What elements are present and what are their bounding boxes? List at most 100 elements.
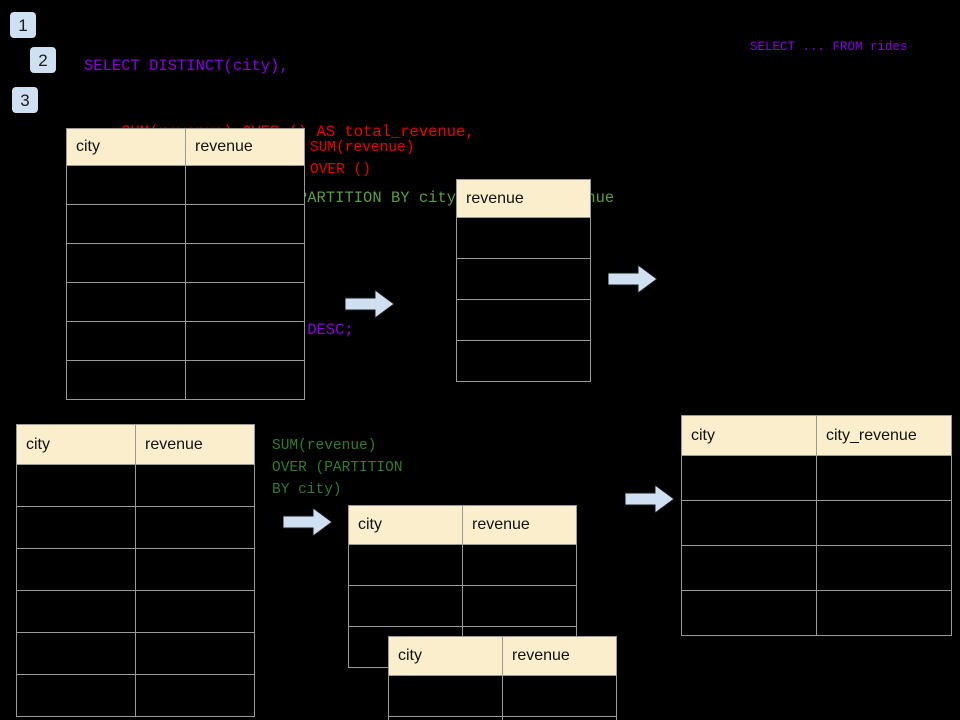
cell-city bbox=[681, 590, 817, 636]
cell-city bbox=[66, 165, 186, 205]
cell-city bbox=[66, 360, 186, 400]
column-header-city: city bbox=[66, 128, 186, 166]
rides-source-table-top: city revenue bbox=[66, 128, 305, 400]
cell-revenue bbox=[456, 299, 591, 341]
sql-line-1: SELECT DISTINCT(city), bbox=[84, 57, 289, 75]
partition-group-table-back: city revenue bbox=[348, 505, 577, 668]
table-row bbox=[66, 321, 305, 361]
cell-revenue bbox=[502, 716, 617, 720]
cell-city bbox=[388, 716, 503, 720]
cell-city-revenue bbox=[816, 455, 952, 501]
step-badge-2-label: 2 bbox=[38, 50, 48, 70]
cell-revenue bbox=[135, 506, 255, 549]
table-row bbox=[348, 544, 577, 586]
rides-source-table-bottom: city revenue bbox=[16, 424, 255, 717]
table-row bbox=[16, 674, 255, 717]
table-row bbox=[681, 590, 952, 636]
annotation-city-revenue: SUM(revenue) OVER (PARTITION BY city) bbox=[272, 438, 403, 498]
cell-city bbox=[66, 204, 186, 244]
cell-city-revenue bbox=[816, 500, 952, 546]
column-header-city: city bbox=[348, 505, 463, 545]
table-header-row: city city_revenue bbox=[681, 415, 952, 456]
table-header-row: city revenue bbox=[16, 424, 255, 465]
table-header-row: revenue bbox=[456, 179, 591, 218]
table-row bbox=[66, 204, 305, 244]
table-row bbox=[456, 258, 591, 300]
column-header-revenue: revenue bbox=[185, 128, 305, 166]
cell-city bbox=[66, 243, 186, 283]
table-row bbox=[16, 464, 255, 507]
table-row bbox=[16, 632, 255, 675]
arrow-source-to-partition bbox=[283, 508, 333, 536]
cell-revenue bbox=[185, 360, 305, 400]
cell-revenue bbox=[462, 544, 577, 586]
column-header-city: city bbox=[388, 636, 503, 676]
cell-revenue bbox=[185, 165, 305, 205]
total-revenue-table: revenue bbox=[456, 179, 591, 382]
table-row bbox=[16, 506, 255, 549]
step-badge-3-label: 3 bbox=[20, 90, 30, 110]
step-badge-1: 1 bbox=[10, 12, 36, 38]
column-header-revenue: revenue bbox=[135, 424, 255, 465]
table-row bbox=[681, 455, 952, 501]
column-header-city: city bbox=[16, 424, 136, 465]
cell-revenue bbox=[185, 204, 305, 244]
cell-revenue bbox=[185, 243, 305, 283]
table-header-row: city revenue bbox=[348, 505, 577, 545]
cell-revenue bbox=[135, 632, 255, 675]
step-badge-1-label: 1 bbox=[18, 15, 28, 35]
final-result-table: city city_revenue bbox=[681, 415, 952, 636]
cell-revenue bbox=[456, 340, 591, 382]
table-row bbox=[456, 340, 591, 382]
column-header-city: city bbox=[681, 415, 817, 456]
table-row bbox=[388, 716, 617, 720]
cell-revenue bbox=[185, 321, 305, 361]
cell-city bbox=[16, 674, 136, 717]
column-header-revenue: revenue bbox=[462, 505, 577, 545]
cell-revenue bbox=[135, 590, 255, 633]
table-row bbox=[456, 217, 591, 259]
cell-city bbox=[66, 321, 186, 361]
table-row bbox=[66, 165, 305, 205]
cell-city bbox=[16, 506, 136, 549]
cell-city bbox=[348, 544, 463, 586]
table-header-row: city revenue bbox=[388, 636, 617, 676]
column-header-revenue: revenue bbox=[456, 179, 591, 218]
partition-group-table-front: city revenue bbox=[388, 636, 617, 720]
arrow-total-to-result bbox=[608, 265, 658, 293]
column-header-city-revenue: city_revenue bbox=[816, 415, 952, 456]
cell-city-revenue bbox=[816, 590, 952, 636]
table-row bbox=[66, 282, 305, 322]
cell-revenue bbox=[135, 674, 255, 717]
cell-revenue bbox=[462, 585, 577, 627]
cell-city bbox=[681, 455, 817, 501]
cell-city-revenue bbox=[816, 545, 952, 591]
step-badge-3: 3 bbox=[12, 87, 38, 113]
table-row bbox=[66, 360, 305, 400]
cell-revenue bbox=[456, 258, 591, 300]
cell-revenue bbox=[456, 217, 591, 259]
cell-city bbox=[16, 464, 136, 507]
cell-city bbox=[16, 590, 136, 633]
cell-city bbox=[16, 548, 136, 591]
cell-city bbox=[16, 632, 136, 675]
arrow-partition-to-result bbox=[625, 485, 675, 513]
cell-city bbox=[681, 500, 817, 546]
cell-revenue bbox=[502, 675, 617, 717]
table-row bbox=[681, 500, 952, 546]
cell-revenue bbox=[135, 464, 255, 507]
cell-revenue bbox=[135, 548, 255, 591]
table-row bbox=[66, 243, 305, 283]
table-row bbox=[388, 675, 617, 717]
table-header-row: city revenue bbox=[66, 128, 305, 166]
cell-city bbox=[681, 545, 817, 591]
table-row bbox=[681, 545, 952, 591]
cell-city bbox=[348, 585, 463, 627]
table-row bbox=[456, 299, 591, 341]
sql-sidenote: SELECT ... FROM rides bbox=[750, 40, 908, 54]
table-row bbox=[16, 590, 255, 633]
annotation-total-revenue: SUM(revenue) OVER () bbox=[310, 140, 415, 178]
arrow-source-to-total bbox=[345, 290, 395, 318]
column-header-revenue: revenue bbox=[502, 636, 617, 676]
